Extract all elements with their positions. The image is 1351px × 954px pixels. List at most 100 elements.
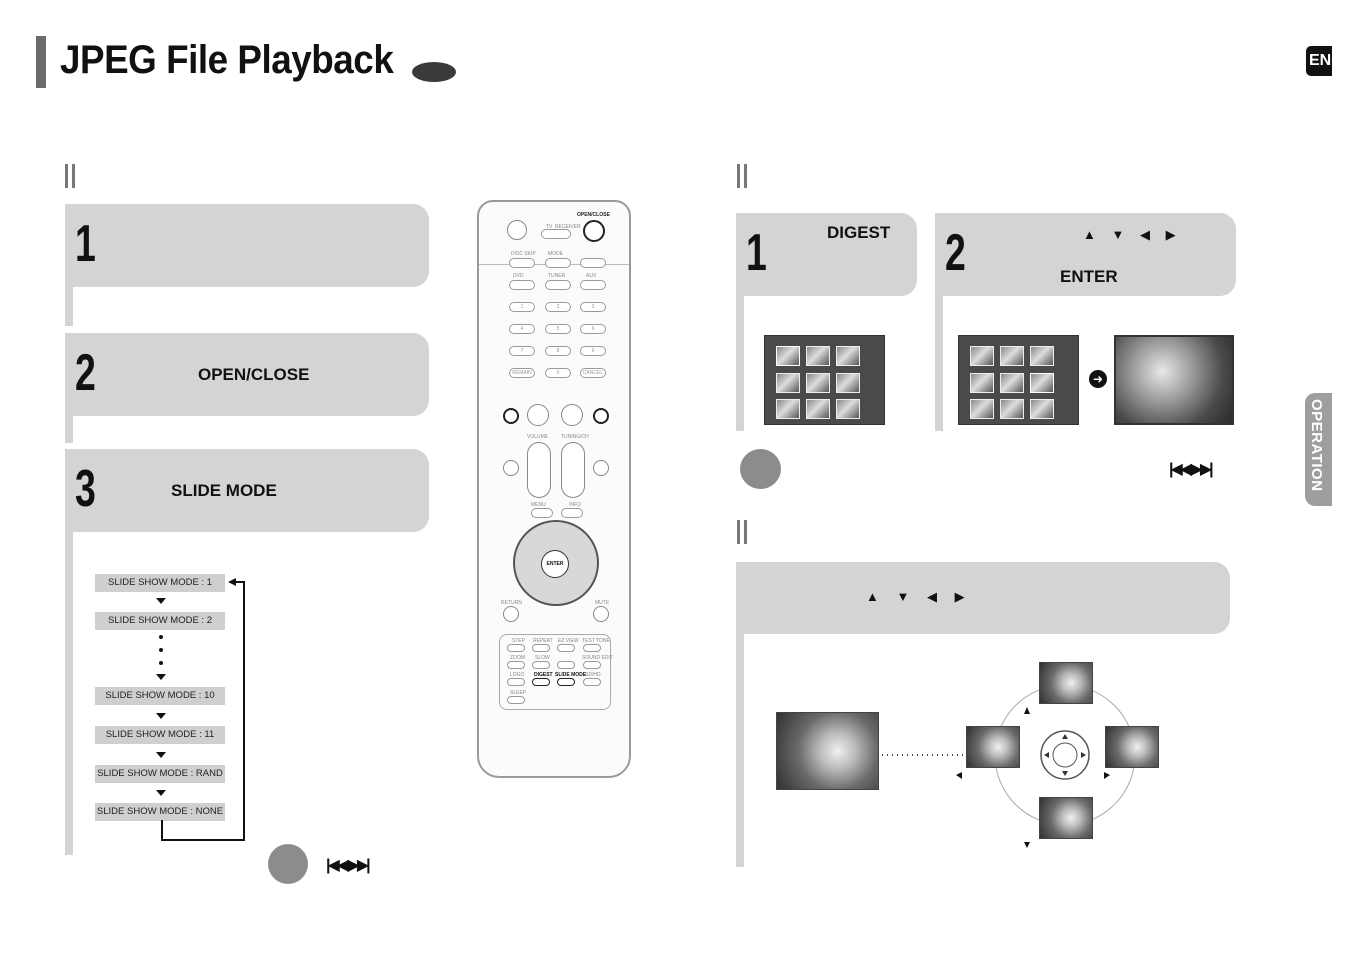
page-title: JPEG File Playback: [60, 38, 394, 82]
thumbnail: [806, 346, 830, 366]
ellipsis-dot: [159, 635, 163, 639]
test-tone-label: TEST TONE: [582, 638, 610, 644]
test-tone-button: [583, 644, 601, 652]
sound-edit-button: [583, 661, 601, 669]
digit-7: 7: [509, 346, 535, 356]
butterfly-rotated-left: [966, 726, 1020, 768]
thumbnail: [1000, 399, 1024, 419]
return-button: [503, 606, 519, 622]
slow-label: SLOW: [535, 655, 550, 661]
thumbnail: [1000, 346, 1024, 366]
ellipsis-dot: [159, 661, 163, 665]
rotate-panel: ▲ ▼ ◀ ▶: [736, 562, 1230, 634]
aux-label: AUX: [586, 273, 597, 279]
down-arrow-icon: [156, 713, 166, 719]
return-label: RETURN: [501, 600, 522, 606]
right-step1-panel: 1 DIGEST: [736, 213, 917, 296]
thumbnail: [1030, 373, 1054, 393]
digest-screen-selected: [958, 335, 1079, 425]
mode-button: [545, 258, 571, 268]
skip-buttons-icon-right: |◀◀ ▶▶|: [1169, 461, 1214, 478]
repeat-label: REPEAT: [533, 638, 553, 644]
left-step3-panel: 3 SLIDE MODE: [65, 449, 429, 532]
dvd-button: [509, 280, 535, 290]
pl2-mode-button: [503, 460, 519, 476]
arrow-right-icon: ➜: [1089, 370, 1107, 388]
logo-label: LOGO: [510, 672, 525, 678]
digit-3: 3: [580, 302, 606, 312]
slide-mode-none: SLIDE SHOW MODE : NONE: [95, 803, 225, 821]
dvd-label: DVD: [513, 273, 524, 279]
left-step2-panel: 2 OPEN/CLOSE: [65, 333, 429, 416]
slide-mode-remote-label: SLIDE MODE: [555, 672, 587, 678]
loop-back-connector: [161, 578, 245, 841]
skip-forward-button: [593, 408, 609, 424]
logo-button: [507, 678, 525, 686]
enter-button: ENTER: [541, 550, 569, 578]
step-label: STEP: [512, 638, 526, 644]
down-arrow-icon: [156, 674, 166, 680]
remain-button: REMAIN: [509, 368, 535, 378]
thumbnail: [836, 399, 860, 419]
right-step2-panel: 2 ▲ ▼ ◀ ▶ ENTER: [935, 213, 1236, 296]
thumbnail: [1000, 373, 1024, 393]
butterfly-rotated-right: [1105, 726, 1159, 768]
language-tab: ENG: [1306, 46, 1332, 76]
digit-2: 2: [545, 302, 571, 312]
tuning-label: TUNING/CH: [561, 434, 589, 440]
right-step1-sidebar: [736, 213, 744, 431]
digest-remote-label: DIGEST: [534, 672, 553, 678]
cancel-button: CANCEL: [580, 368, 606, 378]
slide-mode-rand: SLIDE SHOW MODE : RAND: [95, 765, 225, 783]
digest-button: [532, 678, 550, 686]
thumbnail: [1030, 346, 1054, 366]
volume-label: VOLUME: [527, 434, 549, 440]
info-label: INFO: [569, 502, 581, 508]
thumbnail: [776, 346, 800, 366]
tuning-rocker: [561, 442, 585, 498]
disc-skip-button: [509, 258, 535, 268]
digit-6: 6: [580, 324, 606, 334]
digit-1: 1: [509, 302, 535, 312]
function-panel: [499, 634, 611, 710]
menu-label: MENU: [531, 502, 546, 508]
slide-mode-button: [557, 678, 575, 686]
stop-button: [527, 404, 549, 426]
slide-mode-1: SLIDE SHOW MODE : 1: [95, 574, 225, 592]
note-circle-right: [740, 449, 781, 489]
slide-mode-label: SLIDE MODE: [171, 481, 277, 500]
open-close-button: [583, 220, 605, 242]
thumbnail: [970, 373, 994, 393]
pl2-effect-button: [593, 460, 609, 476]
section-marker-right-top: [737, 164, 747, 188]
down-arrow-icon: [156, 790, 166, 796]
skip-back-button: [503, 408, 519, 424]
zoom-button: [507, 661, 525, 669]
butterfly-rotated-down: [1039, 797, 1093, 839]
rotate-sidebar: [736, 562, 744, 867]
step-number: 3: [75, 460, 96, 518]
digit-9: 9: [580, 346, 606, 356]
sleep-button: [507, 696, 525, 704]
thumbnail: [806, 373, 830, 393]
ellipsis-dot: [159, 648, 163, 652]
sound-edit-label: SOUND EDIT: [582, 655, 613, 661]
step-number: 1: [75, 215, 96, 273]
section-marker-right-bottom: [737, 520, 747, 544]
aux-button: [580, 280, 606, 290]
volume-rocker: [527, 442, 551, 498]
thumbnail: [1030, 399, 1054, 419]
thumbnail: [806, 399, 830, 419]
digit-0: 0: [545, 368, 571, 378]
remote-control: TV RECEIVER OPEN/CLOSE DISC SKIP MODE DV…: [477, 200, 631, 778]
step-number: 2: [945, 224, 966, 282]
skip-buttons-icon: |◀◀ ▶▶|: [326, 857, 371, 874]
thumbnail: [776, 373, 800, 393]
tuner-label: TUNER: [548, 273, 566, 279]
section-marker-left: [65, 164, 75, 188]
dotted-connector: [882, 754, 966, 756]
note-circle: [268, 844, 308, 884]
slide-mode-10: SLIDE SHOW MODE : 10: [95, 687, 225, 705]
thumbnail: [970, 399, 994, 419]
butterfly-photo-original: [776, 712, 879, 790]
